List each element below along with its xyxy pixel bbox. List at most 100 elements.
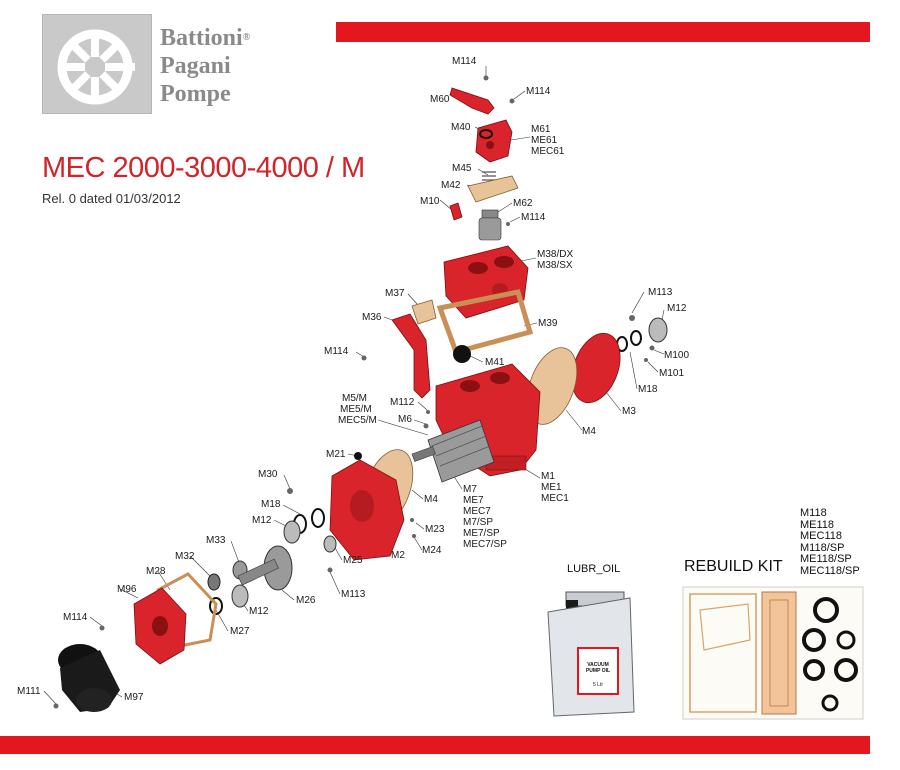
part-m101-plug [644, 358, 648, 362]
label-m111: M111 [17, 686, 41, 697]
part-m21-plug [354, 452, 362, 460]
part-m39-gasket [436, 289, 534, 356]
label-m114-c: M114 [521, 212, 546, 223]
kit-code: ME118 [800, 518, 835, 531]
part-m12-bearing-b [283, 520, 301, 544]
label-m12-c: M12 [249, 606, 269, 617]
label-m23: M23 [425, 524, 445, 535]
part-m114-screw-b [509, 98, 515, 104]
label-m114-top: M114 [452, 56, 477, 67]
label-m97: M97 [124, 692, 144, 703]
part-m38-cover [443, 245, 529, 319]
part-m111-screw [53, 703, 59, 709]
label-m60: M60 [430, 94, 450, 105]
label-m25: M25 [343, 555, 363, 566]
label-m4-b: M4 [424, 494, 438, 505]
label-m41: M41 [485, 357, 505, 368]
oil-can-label: VACUUM PUMP OIL [585, 662, 611, 674]
brand-logo [42, 14, 152, 114]
header-accent-bar [336, 22, 870, 42]
label-m18-a: M18 [638, 384, 658, 395]
label-m27: M27 [230, 626, 250, 637]
part-m25-bearing [323, 535, 337, 553]
part-m18-seal-a2 [630, 330, 642, 346]
label-m39: M39 [538, 318, 558, 329]
label-m96: M96 [117, 584, 137, 595]
part-m18-seal-b2 [311, 508, 325, 528]
label-me5m: ME5/M [340, 404, 372, 415]
part-m12-bearing-c [231, 584, 249, 608]
part-m27-seal [209, 597, 223, 615]
label-me7sp: ME7/SP [463, 528, 500, 539]
label-m62: M62 [513, 198, 533, 209]
lubricant-can-icon [547, 591, 635, 717]
brand-name: Battioni® Pagani Pompe [160, 25, 251, 107]
label-mec1: MEC1 [541, 493, 569, 504]
release-date: Rel. 0 dated 01/03/2012 [42, 191, 181, 206]
part-m97-fan-guard [58, 644, 120, 712]
rebuild-kit-illustration [682, 586, 864, 720]
part-m36-pipe [391, 313, 431, 399]
label-m21: M21 [326, 449, 346, 460]
part-m6-plug [423, 423, 429, 429]
label-m7sp: M7/SP [463, 517, 494, 528]
part-m113-screw-b [327, 567, 333, 573]
footer-accent-bar [0, 736, 870, 754]
label-mec5m: MEC5/M [338, 415, 377, 426]
label-me7: ME7 [463, 495, 484, 506]
label-m6: M6 [398, 414, 412, 425]
label-m12-b: M12 [252, 515, 272, 526]
part-m114-screw-d [361, 355, 367, 361]
logo-emblem-icon [57, 29, 135, 105]
part-m114-screw-c [506, 222, 510, 226]
label-me61: ME61 [531, 135, 558, 146]
part-m42-gasket [467, 175, 519, 203]
label-m12-a: M12 [667, 303, 687, 314]
label-m37: M37 [385, 288, 405, 299]
kit-code: M118/SP [800, 541, 845, 554]
label-m40: M40 [451, 122, 471, 133]
label-m38sx: M38/SX [537, 260, 573, 271]
label-m30: M30 [258, 469, 278, 480]
part-m41-ball [453, 345, 471, 363]
part-m2-end-cover [329, 459, 405, 561]
part-m23-plug [410, 518, 414, 522]
label-m42: M42 [441, 180, 461, 191]
label-me1: ME1 [541, 482, 562, 493]
label-mec7: MEC7 [463, 506, 491, 517]
label-m26: M26 [296, 595, 316, 606]
kit-code: MEC118 [800, 530, 842, 542]
label-m18-b: M18 [261, 499, 281, 510]
rebuild-kit-title: REBUILD KIT [684, 558, 783, 575]
part-m7-rotor [411, 419, 495, 483]
part-m61-valve-body [475, 119, 513, 163]
label-m36: M36 [362, 312, 382, 323]
label-m113-b: M113 [341, 589, 366, 600]
label-mec7sp: MEC7/SP [463, 539, 507, 550]
label-m4-a: M4 [582, 426, 596, 437]
lubr-oil-title: LUBR_OIL [567, 563, 621, 575]
part-m45-spring [482, 171, 496, 185]
label-m2: M2 [391, 550, 405, 561]
part-m4-gasket-a [526, 347, 578, 425]
label-m114-b: M114 [526, 86, 551, 97]
kit-code: ME118/SP [800, 553, 852, 565]
part-m96-cover [133, 587, 187, 665]
label-m5m: M5/M [342, 393, 367, 404]
label-m45: M45 [452, 163, 472, 174]
label-m112: M112 [390, 397, 415, 408]
label-m28: M28 [146, 566, 166, 577]
label-m38dx: M38/DX [537, 249, 574, 260]
label-m100: M100 [664, 350, 690, 361]
part-m26-gear-shaft [237, 545, 293, 591]
part-m113-screw-a [629, 315, 635, 321]
part-m100-plug [649, 345, 655, 351]
part-m12-bearing-a [648, 317, 668, 343]
kit-code: MEC118/SP [800, 564, 860, 577]
part-m40-oring [479, 129, 493, 139]
label-mec61: MEC61 [531, 146, 565, 157]
label-m1: M1 [541, 471, 555, 482]
part-m62-valve [478, 209, 502, 241]
label-m10: M10 [420, 196, 440, 207]
